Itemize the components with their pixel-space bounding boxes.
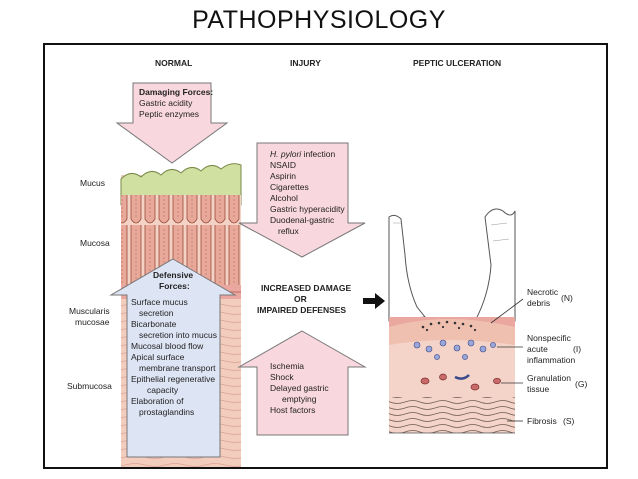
impair-item-4: Host factors <box>270 405 315 415</box>
injury-item-hpylori: H. pylori infection <box>270 149 335 159</box>
injury-item-6: reflux <box>278 226 300 236</box>
defensive-item-3: secretion into mucus <box>139 330 217 340</box>
ulcer-label-nonspecific: Nonspecific <box>527 333 572 343</box>
injury-item-1: Aspirin <box>270 171 296 181</box>
defensive-title-2: Forces: <box>159 281 190 291</box>
ulcer-pointer-lines <box>490 298 524 422</box>
ulcer-label-granulation: Granulation <box>527 373 571 383</box>
layer-label-mucosa: Mucosa <box>80 238 110 248</box>
defensive-item-0: Surface mucus <box>131 297 188 307</box>
injury-item-4: Gastric hyperacidity <box>270 204 345 214</box>
impair-item-1: Shock <box>270 372 294 382</box>
ulcer-label-tissue: tissue <box>527 384 549 394</box>
impair-item-0: Ischemia <box>270 361 304 371</box>
header-injury: INJURY <box>290 58 321 68</box>
defensive-item-10: prostaglandins <box>139 407 194 417</box>
layer-label-submucosa: Submucosa <box>67 381 112 391</box>
ulcer-label-necrotic: Necrotic <box>527 287 559 297</box>
middle-line-3: IMPAIRED DEFENSES <box>257 305 346 315</box>
defensive-item-8: capacity <box>147 385 179 395</box>
injury-item-3: Alcohol <box>270 193 298 203</box>
defensive-item-2: Bicarbonate <box>131 319 177 329</box>
ulcer-label-fibrosis: Fibrosis <box>527 416 557 426</box>
impairing-factors-arrow: Ischemia Shock Delayed gastric emptying … <box>237 330 367 436</box>
ulcer-label-debris: debris <box>527 298 550 308</box>
damaging-item-1: Peptic enzymes <box>139 109 199 119</box>
ulcer-label-inflammation: inflammation <box>527 355 575 365</box>
ulcer-tissue <box>388 208 516 434</box>
layer-label-muscularis: Muscularis <box>69 306 110 316</box>
defensive-title-1: Defensive <box>153 270 193 280</box>
defensive-item-6: membrane transport <box>139 363 216 373</box>
ulcer-code-granulation: (G) <box>575 379 587 389</box>
injury-item-2: Cigarettes <box>270 182 309 192</box>
defensive-item-4: Mucosal blood flow <box>131 341 204 351</box>
layer-label-mucosae: mucosae <box>75 317 110 327</box>
injury-item-0: NSAID <box>270 160 296 170</box>
ulcer-label-acute: acute <box>527 344 548 354</box>
pathophysiology-diagram: NORMAL INJURY PEPTIC ULCERATION Mucus Mu… <box>67 58 587 467</box>
layer-label-mucus: Mucus <box>80 178 105 188</box>
ulcer-code-fibrosis: (S) <box>563 416 575 426</box>
damaging-forces-title: Damaging Forces: <box>139 87 213 97</box>
damaging-item-0: Gastric acidity <box>139 98 193 108</box>
middle-line-1: INCREASED DAMAGE <box>261 283 352 293</box>
defensive-forces-arrow: Defensive Forces: Surface mucus secretio… <box>109 258 237 458</box>
ulcer-code-inflammation: (I) <box>573 344 581 354</box>
ulcer-code-necrotic: (N) <box>561 293 573 303</box>
defensive-item-9: Elaboration of <box>131 396 184 406</box>
injury-causes-arrow: H. pylori infection NSAID Aspirin Cigare… <box>238 142 366 258</box>
diagram-frame: NORMAL INJURY PEPTIC ULCERATION Mucus Mu… <box>43 43 608 469</box>
header-peptic-ulceration: PEPTIC ULCERATION <box>413 58 501 68</box>
defensive-item-7: Epithelial regenerative <box>131 374 215 384</box>
progression-arrow <box>363 293 385 309</box>
damaging-forces-arrow: Damaging Forces: Gastric acidity Peptic … <box>115 82 229 164</box>
impair-item-2: Delayed gastric <box>270 383 329 393</box>
impair-item-3: emptying <box>282 394 317 404</box>
middle-line-2: OR <box>294 294 307 304</box>
defensive-item-1: secretion <box>139 308 174 318</box>
page-title: PATHOPHYSIOLOGY <box>192 6 446 34</box>
defensive-item-5: Apical surface <box>131 352 185 362</box>
injury-item-5: Duodenal-gastric <box>270 215 335 225</box>
header-normal: NORMAL <box>155 58 192 68</box>
